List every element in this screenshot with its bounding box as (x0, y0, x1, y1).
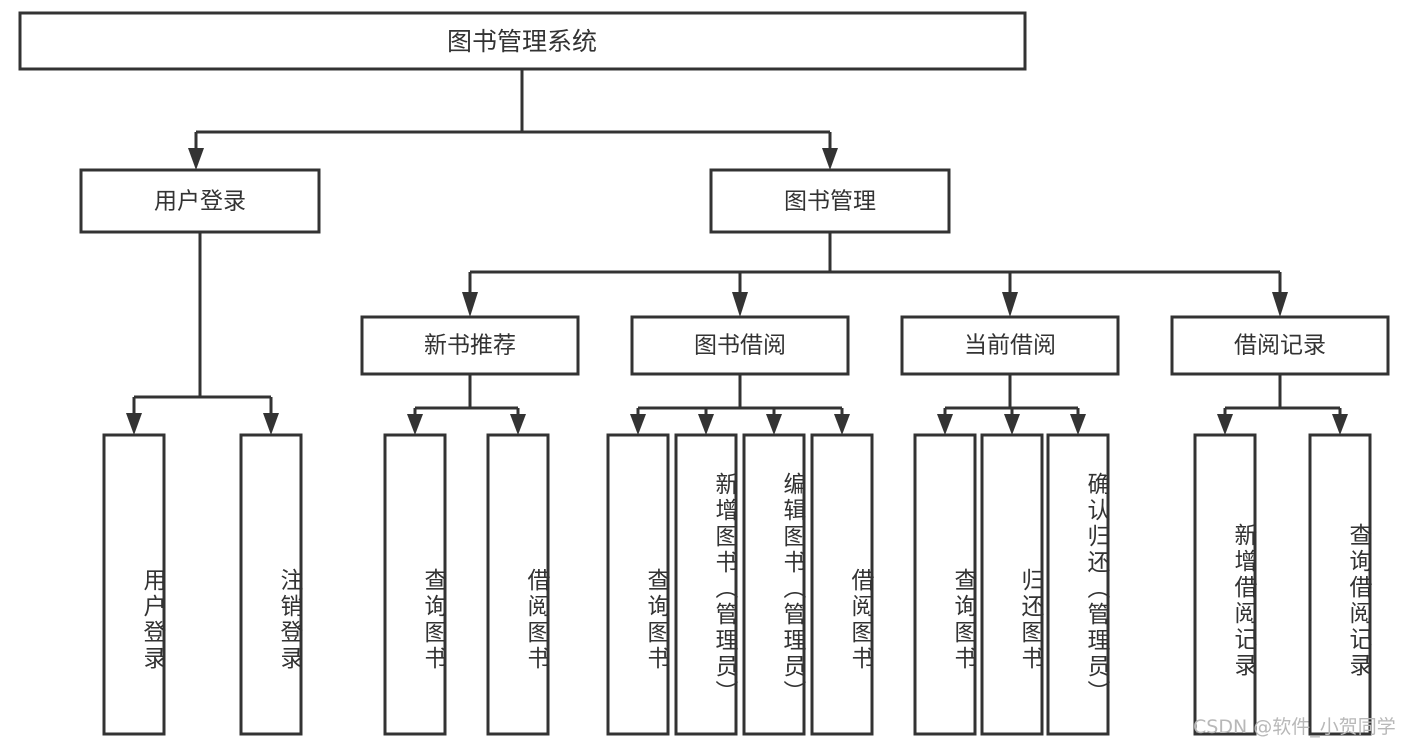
leaf-box-borrow-4[interactable] (810, 433, 874, 736)
node-new-book-label: 新书推荐 (424, 333, 516, 359)
leaf-box-user-login-1[interactable] (102, 433, 166, 736)
leaf-box-borrow-2[interactable] (674, 433, 738, 736)
leaf-box-borrow-3[interactable] (742, 433, 806, 736)
arrow-book-mgmt-to-current (1002, 292, 1018, 317)
arrow-borrow-leaf-3 (766, 414, 782, 435)
csdn-watermark: CSDN @软件_小贺同学 (1193, 716, 1396, 738)
leaf-box-new-book-1[interactable] (383, 433, 447, 736)
arrow-user-login-leaf-1 (126, 413, 142, 435)
leaf-box-current-1[interactable] (913, 433, 977, 736)
node-book-mgmt-box[interactable] (709, 168, 951, 234)
node-current-label: 当前借阅 (964, 333, 1056, 359)
node-root-label: 图书管理系统 (447, 27, 597, 56)
arrow-borrow-leaf-2 (698, 414, 714, 435)
arrow-root-to-user-login (188, 148, 204, 170)
leaf-box-record-2[interactable] (1308, 433, 1372, 736)
arrow-new-book-leaf-2 (510, 414, 526, 435)
node-root-box[interactable] (18, 11, 1027, 71)
leaf-box-current-3[interactable] (1046, 433, 1110, 736)
arrow-book-mgmt-to-new-book (462, 292, 478, 317)
leaf-box-current-2[interactable] (980, 433, 1044, 736)
node-user-login-label: 用户登录 (154, 189, 246, 215)
leaf-box-new-book-2[interactable] (486, 433, 550, 736)
arrow-current-leaf-3 (1070, 414, 1086, 435)
arrow-book-mgmt-to-record (1272, 292, 1288, 317)
arrow-book-mgmt-to-borrow (732, 292, 748, 317)
arrow-user-login-leaf-2 (263, 413, 279, 435)
leaf-box-record-1[interactable] (1193, 433, 1257, 736)
leaf-box-borrow-1[interactable] (606, 433, 670, 736)
arrow-record-leaf-2 (1332, 414, 1348, 435)
arrow-record-leaf-1 (1217, 414, 1233, 435)
node-current-box[interactable] (900, 315, 1120, 376)
node-new-book-box[interactable] (360, 315, 580, 376)
arrow-new-book-leaf-1 (407, 414, 423, 435)
leaf-box-user-login-2[interactable] (239, 433, 303, 736)
arrow-root-to-book-mgmt (822, 148, 838, 170)
node-record-label: 借阅记录 (1234, 333, 1326, 359)
arrow-current-leaf-1 (937, 414, 953, 435)
node-borrow-box[interactable] (630, 315, 850, 376)
arrow-borrow-leaf-1 (630, 414, 646, 435)
node-borrow-label: 图书借阅 (694, 333, 786, 359)
arrow-borrow-leaf-4 (834, 414, 850, 435)
arrow-current-leaf-2 (1004, 414, 1020, 435)
node-record-box[interactable] (1170, 315, 1390, 376)
node-book-mgmt-label: 图书管理 (784, 189, 876, 215)
